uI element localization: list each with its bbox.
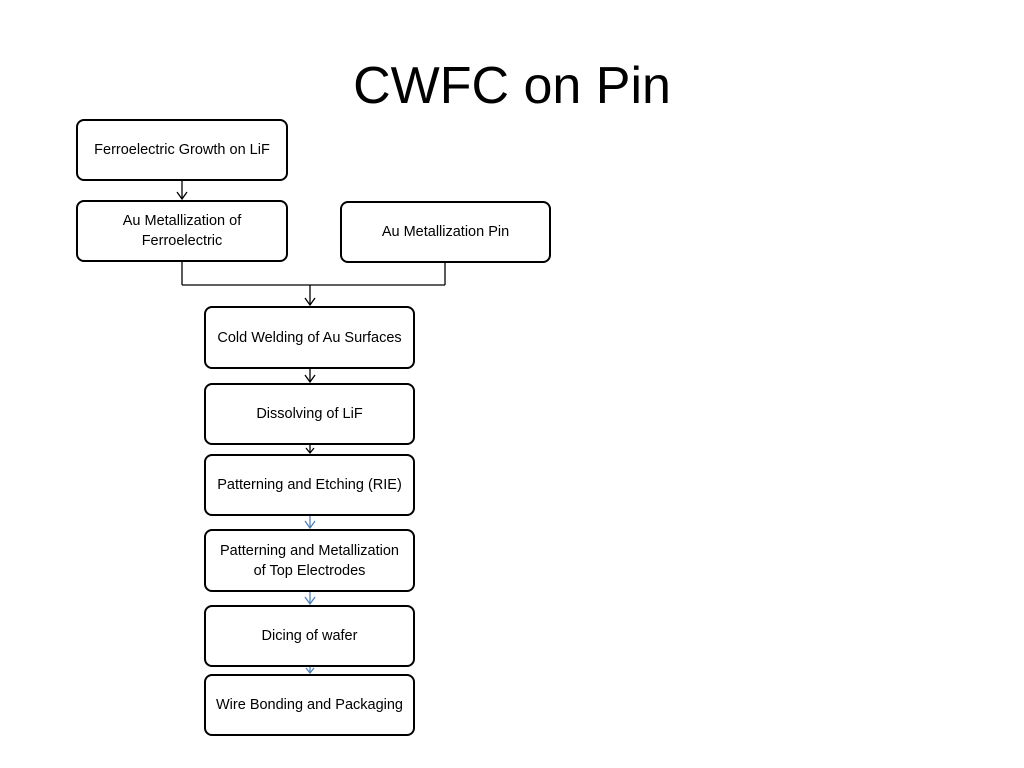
arrow-etching-to-metallization [304,516,316,530]
step-label: Patterning and Metallization of Top Elec… [220,542,399,579]
arrow-welding-to-dissolving [304,369,316,384]
page-title: CWFC on Pin [353,57,671,115]
step-label: Cold Welding of Au Surfaces [217,329,402,346]
step-label: Dicing of wafer [261,628,358,644]
step-label: Ferroelectric Growth on LiF [94,142,270,158]
step-label: Au Metallization of Ferroelectric [122,213,242,249]
step-dissolving-lif: Dissolving of LiF [204,383,415,445]
step-patterning-etching: Patterning and Etching (RIE) [204,454,415,516]
step-patterning-metallization: Patterning and Metallization of Top Elec… [204,529,415,592]
step-au-metallization-ferroelectric: Au Metallization of Ferroelectric [76,200,288,262]
step-label: Wire Bonding and Packaging [215,697,403,713]
arrow-dissolving-to-etching [305,445,315,455]
step-ferroelectric-growth: Ferroelectric Growth on LiF [76,119,288,181]
step-dicing: Dicing of wafer [204,605,415,667]
step-label: Au Metallization Pin [381,224,510,240]
arrow-growth-to-metallization [176,181,188,201]
step-au-metallization-pin: Au Metallization Pin [340,201,551,263]
arrow-dicing-to-bonding [305,667,315,675]
merge-connector [181,262,446,307]
step-cold-welding: Cold Welding of Au Surfaces [204,306,415,369]
arrow-metallization-to-dicing [304,592,316,606]
step-label: Patterning and Etching (RIE) [217,477,402,493]
step-wire-bonding: Wire Bonding and Packaging [204,674,415,736]
step-label: Dissolving of LiF [256,406,363,422]
